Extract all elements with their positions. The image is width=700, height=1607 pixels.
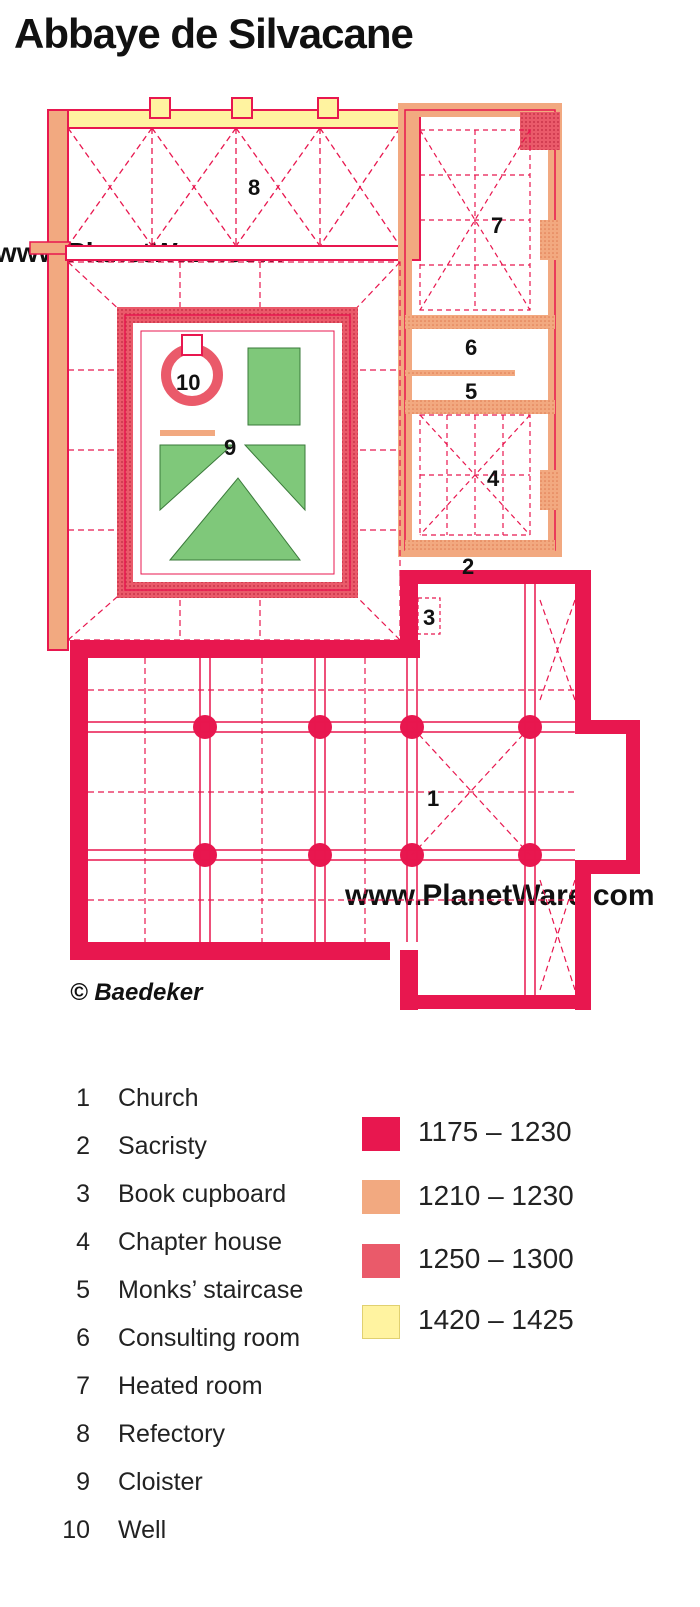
room-label-2: 2 [462, 554, 474, 579]
key-number: 7 [76, 1372, 90, 1400]
key-number: 1 [76, 1084, 90, 1112]
copyright: © Baedeker [70, 979, 204, 1006]
swatch-1210 [362, 1180, 400, 1214]
key-label: Chapter house [118, 1228, 283, 1256]
well [161, 334, 223, 406]
church-walls [70, 570, 640, 1010]
heated-room-vaults [419, 129, 531, 311]
key-label: Heated room [118, 1372, 263, 1400]
church-piers [193, 715, 542, 867]
key-number: 4 [76, 1228, 90, 1256]
key-label: Book cupboard [118, 1180, 287, 1208]
watermark-mid: www.PlanetWare.com [344, 879, 655, 912]
period-label: 1210 – 1230 [418, 1180, 574, 1211]
key-number: 10 [62, 1516, 90, 1544]
key-label: Sacristy [118, 1132, 207, 1160]
cloister-arcade [117, 307, 358, 598]
key-label: Consulting room [118, 1324, 301, 1352]
refectory-walls [29, 97, 421, 651]
key-number: 3 [76, 1180, 90, 1208]
key-label: Church [118, 1084, 199, 1112]
key-label: Refectory [118, 1420, 225, 1448]
key-number: 6 [76, 1324, 90, 1352]
refectory-vaults [67, 127, 401, 247]
period-label: 1250 – 1300 [418, 1243, 574, 1274]
chapter-house-vaults [419, 414, 531, 536]
church-vaults [88, 599, 576, 991]
cloister-walks [67, 261, 401, 641]
key-label: Well [118, 1516, 167, 1544]
room-label-6: 6 [465, 335, 477, 360]
room-label-1: 1 [427, 786, 439, 811]
key-number: 5 [76, 1276, 90, 1304]
room-label-4: 4 [487, 466, 500, 491]
room-label-10: 10 [176, 370, 200, 395]
room-label-9: 9 [224, 435, 236, 460]
room-label-7: 7 [491, 213, 503, 238]
period-label: 1175 – 1230 [418, 1116, 572, 1147]
key-number: 8 [76, 1420, 90, 1448]
key-label: Cloister [118, 1468, 203, 1496]
key-label: Monks’ staircase [118, 1276, 304, 1304]
room-label-3: 3 [423, 605, 435, 630]
room-label-5: 5 [465, 379, 477, 404]
swatch-1250 [362, 1244, 400, 1278]
east-range [398, 103, 562, 557]
key-number: 9 [76, 1468, 90, 1496]
swatch-1420 [362, 1305, 400, 1339]
room-label-8: 8 [248, 175, 260, 200]
page-title: Abbaye de Silvacane [14, 10, 414, 57]
swatch-1175 [362, 1117, 400, 1151]
period-label: 1420 – 1425 [418, 1304, 574, 1335]
floor-plan: www.PlanetWare.com www.PlanetWare.com [0, 97, 655, 1010]
church-arches [88, 584, 575, 995]
cloister-garden [159, 347, 306, 561]
key-number: 2 [76, 1132, 90, 1160]
